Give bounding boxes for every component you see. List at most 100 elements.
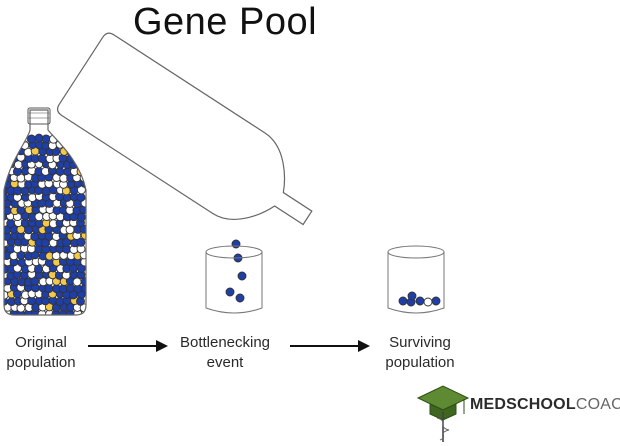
allele-bead bbox=[205, 136, 213, 144]
allele-bead bbox=[114, 70, 122, 78]
allele-bead bbox=[217, 161, 225, 169]
allele-bead bbox=[157, 153, 165, 161]
allele-bead bbox=[234, 117, 242, 125]
allele-bead bbox=[183, 91, 191, 99]
allele-bead bbox=[133, 82, 141, 90]
allele-bead bbox=[75, 99, 83, 107]
allele-bead bbox=[271, 157, 279, 165]
allele-bead bbox=[79, 147, 86, 157]
allele-bead bbox=[119, 50, 127, 58]
allele-bead bbox=[4, 152, 13, 162]
allele-bead bbox=[30, 232, 40, 242]
allele-bead bbox=[112, 53, 120, 61]
allele-bead bbox=[108, 105, 116, 113]
allele-bead bbox=[292, 155, 300, 163]
allele-bead bbox=[130, 111, 138, 119]
allele-bead bbox=[178, 112, 186, 120]
allele-bead bbox=[162, 163, 170, 171]
allele-bead bbox=[224, 172, 232, 180]
brand-wordmark: MEDSCHOOLCOACH bbox=[470, 396, 620, 414]
allele-bead bbox=[55, 167, 65, 176]
allele-bead bbox=[137, 68, 145, 76]
allele-bead bbox=[242, 138, 250, 146]
falling-alleles bbox=[225, 239, 247, 303]
allele-bead bbox=[97, 97, 105, 105]
allele-bead bbox=[423, 297, 433, 307]
allele-bead bbox=[187, 125, 195, 133]
allele-bead bbox=[242, 130, 250, 138]
allele-bead bbox=[222, 109, 230, 117]
allele-bead bbox=[174, 124, 182, 132]
allele-bead bbox=[299, 159, 307, 167]
allele-bead bbox=[190, 159, 198, 167]
allele-bead bbox=[189, 103, 197, 111]
allele-bead bbox=[76, 116, 84, 124]
allele-bead bbox=[138, 131, 146, 139]
allele-bead bbox=[289, 207, 297, 215]
allele-bead bbox=[252, 175, 260, 183]
allele-bead bbox=[133, 137, 141, 145]
allele-bead bbox=[110, 128, 118, 136]
allele-bead bbox=[173, 155, 181, 163]
allele-bead bbox=[186, 133, 194, 141]
allele-bead bbox=[44, 284, 54, 294]
allele-bead bbox=[155, 96, 163, 104]
allele-bead bbox=[142, 65, 150, 73]
allele-bead bbox=[177, 134, 185, 142]
allele-bead bbox=[215, 135, 223, 143]
allele-bead bbox=[398, 296, 408, 306]
allele-bead bbox=[246, 233, 254, 241]
allele-bead bbox=[76, 134, 86, 143]
allele-bead bbox=[295, 210, 303, 218]
allele-bead bbox=[283, 156, 291, 164]
allele-bead bbox=[299, 151, 307, 159]
allele-bead bbox=[105, 117, 113, 125]
allele-bead bbox=[234, 155, 242, 163]
allele-bead bbox=[249, 197, 257, 205]
allele-bead bbox=[279, 170, 287, 178]
allele-bead bbox=[62, 134, 72, 144]
allele-bead bbox=[185, 162, 193, 170]
allele-bead bbox=[142, 72, 150, 80]
allele-bead bbox=[213, 173, 221, 181]
allele-bead bbox=[181, 128, 189, 136]
allele-bead bbox=[175, 171, 183, 179]
allele-bead bbox=[239, 159, 247, 167]
allele-bead bbox=[148, 77, 156, 85]
allele-bead bbox=[257, 170, 265, 178]
allele-bead bbox=[129, 149, 137, 157]
allele-bead bbox=[196, 99, 204, 107]
allele-bead bbox=[240, 205, 248, 213]
allele-bead bbox=[192, 136, 200, 144]
allele-bead bbox=[169, 121, 177, 129]
allele-bead bbox=[101, 38, 109, 46]
allele-bead bbox=[268, 162, 276, 170]
allele-bead bbox=[4, 140, 9, 150]
allele-bead bbox=[249, 204, 257, 212]
allele-bead bbox=[137, 125, 145, 133]
allele-bead bbox=[164, 134, 172, 142]
allele-bead bbox=[200, 196, 208, 204]
diagram-title: Gene Pool bbox=[132, 1, 318, 43]
allele-bead bbox=[37, 309, 47, 315]
allele-bead bbox=[226, 188, 234, 196]
allele-bead bbox=[172, 147, 180, 155]
allele-bead bbox=[72, 146, 82, 156]
allele-bead bbox=[242, 199, 250, 207]
allele-bead bbox=[176, 117, 184, 125]
allele-bead bbox=[247, 225, 255, 233]
allele-bead bbox=[111, 75, 119, 83]
allele-bead bbox=[144, 82, 152, 90]
allele-bead bbox=[185, 115, 193, 123]
allele-bead bbox=[196, 162, 204, 170]
allele-bead bbox=[278, 199, 286, 207]
allele-bead bbox=[127, 140, 135, 148]
allele-bead bbox=[207, 107, 215, 115]
allele-bead bbox=[215, 198, 223, 206]
allele-bead bbox=[182, 139, 190, 147]
allele-bead bbox=[240, 167, 248, 175]
allele-bead bbox=[145, 144, 153, 152]
allele-bead bbox=[97, 52, 105, 60]
allele-bead bbox=[206, 199, 214, 207]
